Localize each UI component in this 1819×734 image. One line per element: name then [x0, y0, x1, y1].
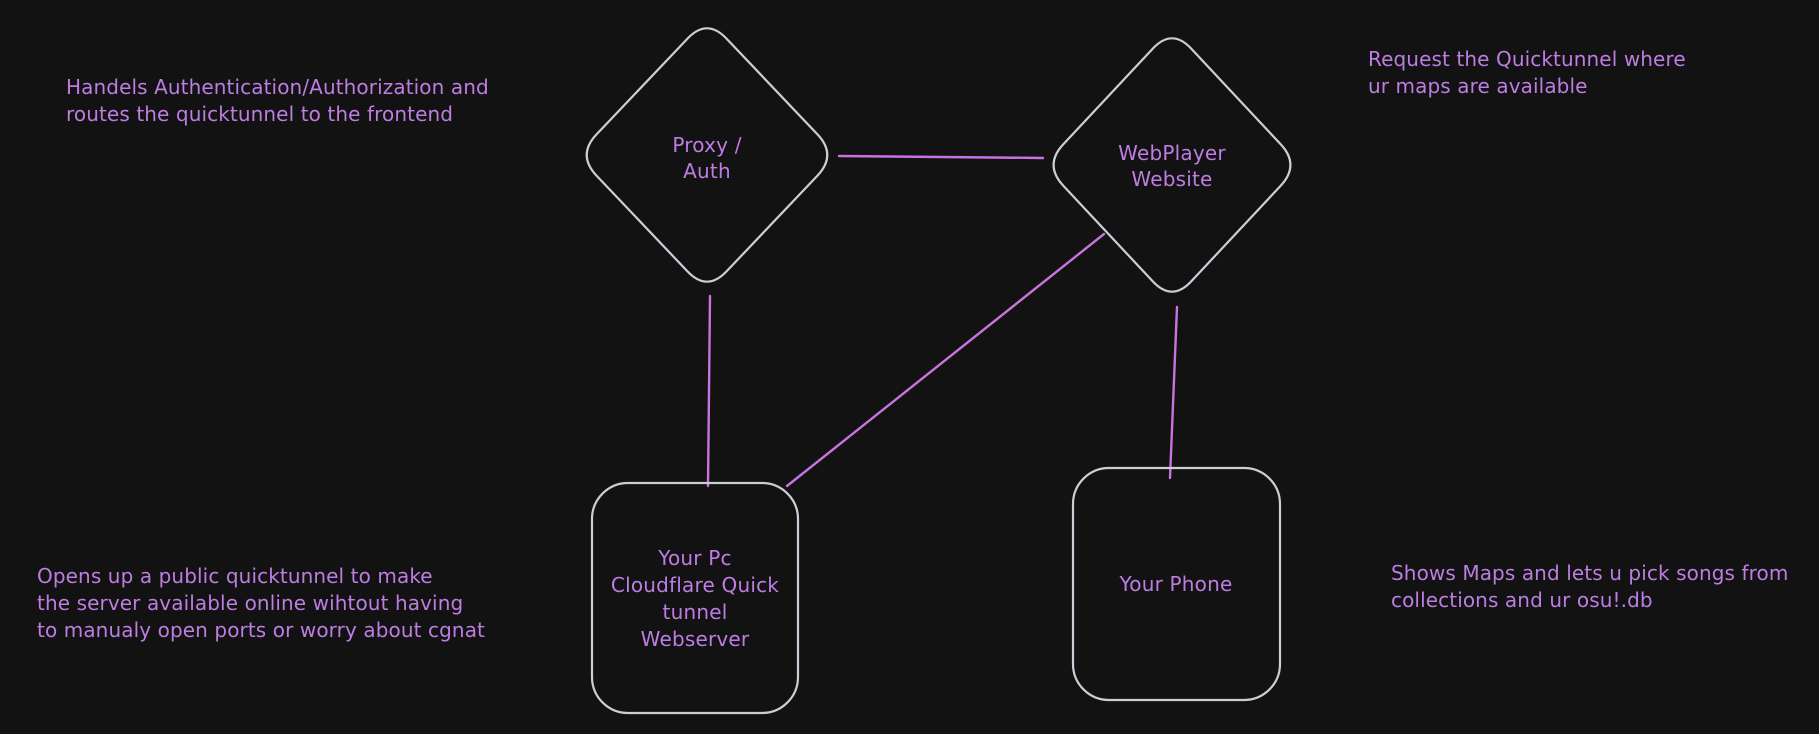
webplayer-diamond[interactable] — [1052, 37, 1292, 293]
webplayer-label: WebPlayer Website — [1118, 141, 1226, 191]
annotation-quicktunnel-description[interactable]: Opens up a public quicktunnel to make th… — [37, 564, 485, 642]
annotation-webplayer-request[interactable]: Request the Quicktunnel where ur maps ar… — [1368, 47, 1686, 98]
connector-webplayer-phone[interactable] — [1168, 305, 1179, 480]
annotation-phone-description[interactable]: Shows Maps and lets u pick songs from co… — [1391, 561, 1789, 612]
proxy-auth-diamond[interactable] — [585, 27, 829, 283]
your-pc-box[interactable] — [590, 481, 800, 715]
annotation-proxy-description[interactable]: Handels Authentication/Authorization and… — [66, 75, 489, 126]
connector-proxy-webplayer[interactable] — [837, 154, 1045, 160]
your-phone-box[interactable] — [1071, 466, 1282, 702]
your-phone-label: Your Phone — [1119, 572, 1233, 596]
connector-proxy-pc[interactable] — [706, 294, 712, 488]
connector-webplayer-pc[interactable] — [785, 232, 1106, 488]
proxy-auth-label: Proxy / Auth — [672, 133, 742, 183]
your-pc-label: Your Pc Cloudflare Quick tunnel Webserve… — [610, 546, 780, 651]
